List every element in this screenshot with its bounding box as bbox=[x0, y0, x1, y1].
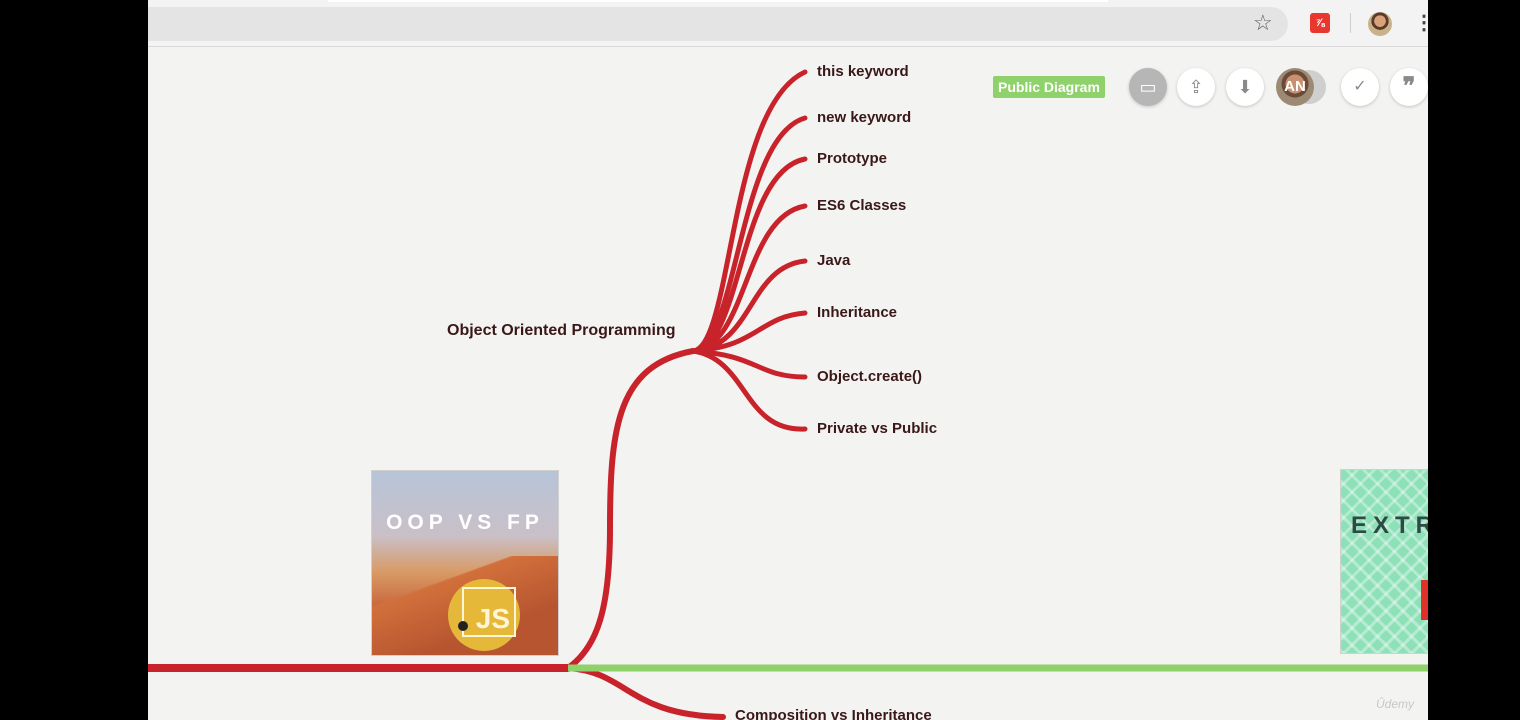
extra-thumbnail[interactable]: EXTR bbox=[1340, 469, 1428, 654]
browser-window: ☆ ⅞ ⋮ Object Oriented Programming th bbox=[148, 0, 1428, 720]
branch-object-create bbox=[690, 348, 808, 380]
branch-es6-classes bbox=[690, 203, 808, 354]
node-object-create[interactable]: Object.create() bbox=[817, 368, 923, 385]
node-new-keyword[interactable]: new keyword bbox=[817, 109, 912, 126]
node-oop[interactable]: Object Oriented Programming bbox=[447, 322, 676, 339]
avatar[interactable]: AN bbox=[1276, 68, 1314, 106]
download-icon[interactable]: ⬇ bbox=[1226, 68, 1264, 106]
public-diagram-badge[interactable]: Public Diagram bbox=[993, 76, 1105, 98]
extra-thumbnail-title: EXTR bbox=[1351, 512, 1428, 539]
thumbnail-title: OOP VS FP bbox=[386, 511, 544, 534]
share-icon[interactable]: ⇪ bbox=[1177, 68, 1215, 106]
check-icon[interactable]: ✓ bbox=[1341, 68, 1379, 106]
js-logo-circle bbox=[448, 579, 520, 651]
js-dot-icon bbox=[458, 621, 468, 631]
loading-bar bbox=[328, 0, 1108, 2]
extra-red-mark bbox=[1421, 580, 1428, 620]
mindmap-branches bbox=[148, 69, 1428, 720]
branch-composition bbox=[565, 665, 726, 720]
node-this-keyword[interactable]: this keyword bbox=[817, 63, 909, 80]
quote-icon[interactable]: ❞ bbox=[1390, 68, 1428, 106]
branch-to-oop bbox=[565, 348, 696, 671]
node-private-vs-public[interactable]: Private vs Public bbox=[817, 420, 938, 437]
node-es6-classes[interactable]: ES6 Classes bbox=[817, 197, 907, 214]
mindmap-canvas[interactable]: Object Oriented Programming this keyword… bbox=[148, 47, 1428, 720]
node-inheritance[interactable]: Inheritance bbox=[817, 304, 898, 321]
menu-kebab-icon[interactable]: ⋮ bbox=[1414, 12, 1428, 34]
address-bar[interactable] bbox=[148, 7, 1288, 41]
js-logo-icon: JS bbox=[462, 587, 516, 637]
extension-icon[interactable]: ⅞ bbox=[1310, 13, 1330, 33]
oop-vs-fp-thumbnail[interactable]: OOP VS FP JS bbox=[371, 470, 559, 656]
node-java[interactable]: Java bbox=[817, 252, 851, 269]
star-icon[interactable]: ☆ bbox=[1253, 10, 1273, 35]
node-prototype[interactable]: Prototype bbox=[817, 150, 888, 167]
branch-prototype bbox=[690, 156, 808, 354]
browser-toolbar: ☆ ⅞ ⋮ bbox=[148, 0, 1428, 47]
profile-avatar[interactable] bbox=[1368, 12, 1392, 36]
branch-private-public bbox=[690, 348, 808, 432]
node-composition-vs-inheritance[interactable]: Composition vs Inheritance bbox=[735, 707, 932, 720]
toolbar-divider bbox=[1350, 13, 1351, 33]
collaborators-avatars[interactable]: AN bbox=[1276, 68, 1328, 106]
branch-this-keyword bbox=[690, 69, 808, 354]
udemy-watermark: Ûdemy bbox=[1376, 697, 1415, 711]
presentation-icon[interactable]: ▭ bbox=[1129, 68, 1167, 106]
branch-inheritance bbox=[690, 310, 808, 354]
